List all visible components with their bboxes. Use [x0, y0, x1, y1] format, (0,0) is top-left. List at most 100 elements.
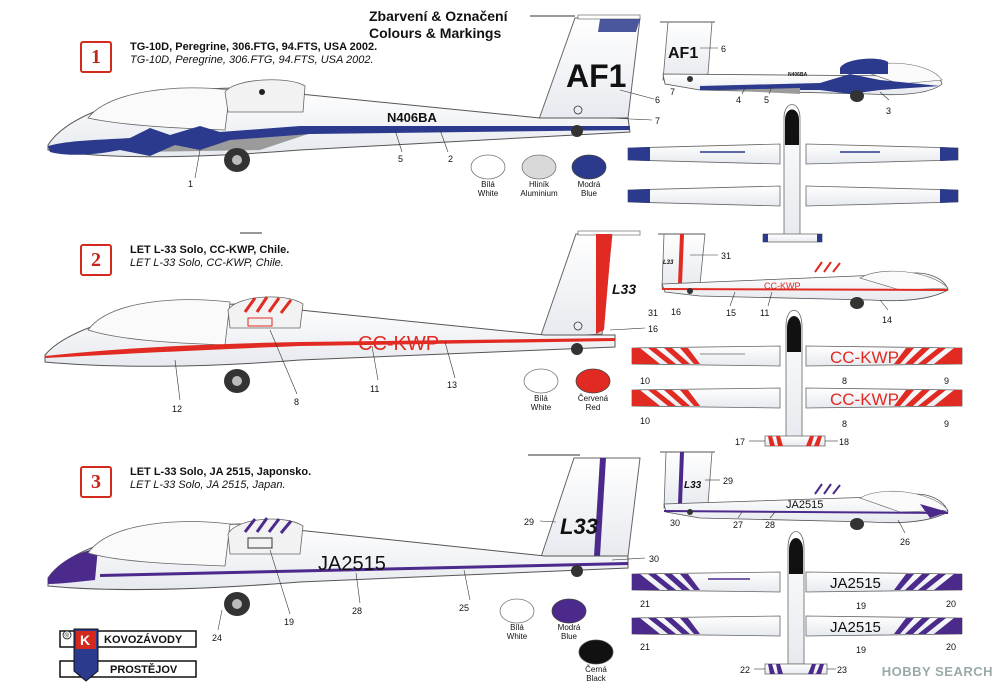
s2-callout-11: 11 — [370, 384, 379, 394]
s1-callout-7: 7 — [655, 116, 660, 126]
scheme-1-title-cz: TG-10D, Peregrine, 306.FTG, 94.FTS, USA … — [130, 41, 378, 53]
s3w-callout-21b: 21 — [640, 642, 650, 652]
s1s-callout-6: 6 — [721, 44, 726, 54]
scheme-2-side-view: CC-KWP L33 31 16 13 11 12 8 — [44, 230, 658, 414]
s3w-callout-21a: 21 — [640, 599, 650, 609]
scheme-2-top-view: CC-KWP CC-KWP 10 8 9 10 8 9 17 18 — [631, 309, 963, 447]
s3-callout-29: 29 — [524, 517, 534, 527]
logo-mark: K — [80, 632, 90, 648]
scheme-1-badge: 1 — [80, 41, 112, 73]
s3w-callout-20a: 20 — [946, 599, 956, 609]
s3s-callout-27: 27 — [733, 520, 743, 530]
s3-callout-24: 24 — [212, 633, 222, 643]
s3w-callout-22: 22 — [740, 665, 750, 675]
s2w-callout-18: 18 — [839, 437, 849, 447]
s2w-callout-9b: 9 — [944, 419, 949, 429]
s2-top-registration-2: CC-KWP — [830, 390, 899, 409]
s1-callout-1: 1 — [188, 179, 193, 189]
s3-callout-25: 25 — [459, 603, 469, 613]
scheme-1-side-view: N406BA AF1 1 2 5 6 7 — [47, 14, 660, 189]
s2w-callout-10b: 10 — [640, 416, 650, 426]
s3w-callout-23: 23 — [837, 665, 847, 675]
s2-small-fin-code: L33 — [663, 260, 674, 266]
s1-callout-2: 2 — [448, 154, 453, 164]
scheme-3-title-en: LET L-33 Solo, JA 2515, Japan. — [130, 479, 286, 491]
s1-callout-6: 6 — [655, 95, 660, 105]
s1-fin-code: AF1 — [566, 58, 626, 94]
s2s-callout-31: 31 — [721, 251, 731, 261]
s2-callout-31: 31 — [648, 308, 658, 318]
s2s-callout-11: 11 — [760, 308, 769, 318]
s1-stabilizer — [577, 14, 641, 20]
header-title-en: Colours & Markings — [369, 25, 502, 41]
s3-top-registration-1: JA2515 — [830, 575, 881, 592]
s2w-callout-9a: 9 — [944, 376, 949, 386]
scheme-2-title: LET L-33 Solo, CC-KWP, Chile. LET L-33 S… — [130, 244, 289, 270]
s2-callout-16: 16 — [648, 324, 658, 334]
s1s-callout-5: 5 — [764, 95, 769, 105]
s2-fin-code: L33 — [612, 281, 636, 297]
scheme-3-swatches — [499, 598, 614, 665]
s1-registration: N406BA — [387, 110, 437, 125]
s3-callout-19: 19 — [284, 617, 294, 627]
scheme-3-side-view: JA2515 L33 29 30 25 28 24 19 — [47, 454, 659, 643]
scheme-2-title-en: LET L-33 Solo, CC-KWP, Chile. — [130, 257, 284, 269]
s3-registration: JA2515 — [318, 553, 386, 575]
scheme-1-top-view — [627, 104, 959, 243]
scheme-3-badge: 3 — [80, 466, 112, 498]
logo-line1: KOVOZÁVODY — [104, 633, 183, 646]
logo-reg-mark: ® — [65, 633, 70, 640]
logo-line2: PROSTĚJOV — [110, 663, 178, 676]
scheme-1-title: TG-10D, Peregrine, 306.FTG, 94.FTS, USA … — [130, 41, 377, 67]
s2w-callout-8a: 8 — [842, 376, 847, 386]
s3-small-registration: JA2515 — [786, 499, 823, 511]
s3s-callout-26: 26 — [900, 537, 910, 547]
scheme-1-small-side-view: AF1 N406BA 6 7 4 5 3 — [660, 21, 943, 116]
s2-callout-13: 13 — [447, 380, 457, 390]
scheme-2-swatches — [523, 368, 611, 394]
s2s-callout-16: 16 — [671, 307, 681, 317]
s2w-callout-10a: 10 — [640, 376, 650, 386]
s1s-callout-7: 7 — [670, 87, 675, 97]
scheme-2-badge: 2 — [80, 244, 112, 276]
s2-small-registration: CC-KWP — [764, 281, 801, 291]
scheme-3-small-side-view: JA2515 L33 29 30 27 28 26 — [660, 451, 949, 547]
scheme-2-title-cz: LET L-33 Solo, CC-KWP, Chile. — [130, 244, 290, 256]
s1-blue-stripe — [48, 126, 630, 156]
s1-small-registration: N406BA — [788, 72, 808, 78]
s1-fin-tip-blue — [598, 19, 640, 32]
s1-callout-5: 5 — [398, 154, 403, 164]
s3-fin-code: L33 — [560, 514, 598, 539]
s3s-callout-28: 28 — [765, 520, 775, 530]
s2s-callout-14: 14 — [882, 315, 892, 325]
s3-callout-28: 28 — [352, 606, 362, 616]
s3s-callout-29: 29 — [723, 476, 733, 486]
scheme-3-title-cz: LET L-33 Solo, JA 2515, Japonsko. — [130, 466, 312, 478]
header-title-cz: Zbarvení & Označení — [369, 8, 508, 24]
s2-callout-8: 8 — [294, 397, 299, 407]
page-header: Zbarvení & Označení Colours & Markings — [369, 8, 507, 42]
scheme-1-swatches — [470, 154, 607, 180]
s2s-callout-15: 15 — [726, 308, 736, 318]
scheme-3-top-view: JA2515 JA2515 21 19 20 21 19 20 22 23 — [631, 531, 963, 675]
s3w-callout-19b: 19 — [856, 645, 866, 655]
s3-top-registration-2: JA2515 — [830, 619, 881, 636]
s2-registration: CC-KWP — [358, 333, 439, 355]
s1-small-fin-code: AF1 — [668, 45, 698, 62]
scheme-3-title: LET L-33 Solo, JA 2515, Japonsko. LET L-… — [130, 466, 311, 492]
s1-wing-root — [224, 79, 306, 113]
s3w-callout-19a: 19 — [856, 601, 866, 611]
s3w-callout-20b: 20 — [946, 642, 956, 652]
scheme-1-title-en: TG-10D, Peregrine, 306.FTG, 94.FTS, USA … — [130, 54, 374, 66]
kovozavody-logo: ® K KOVOZÁVODY PROSTĚJOV — [58, 627, 198, 683]
s3s-callout-30: 30 — [670, 518, 680, 528]
